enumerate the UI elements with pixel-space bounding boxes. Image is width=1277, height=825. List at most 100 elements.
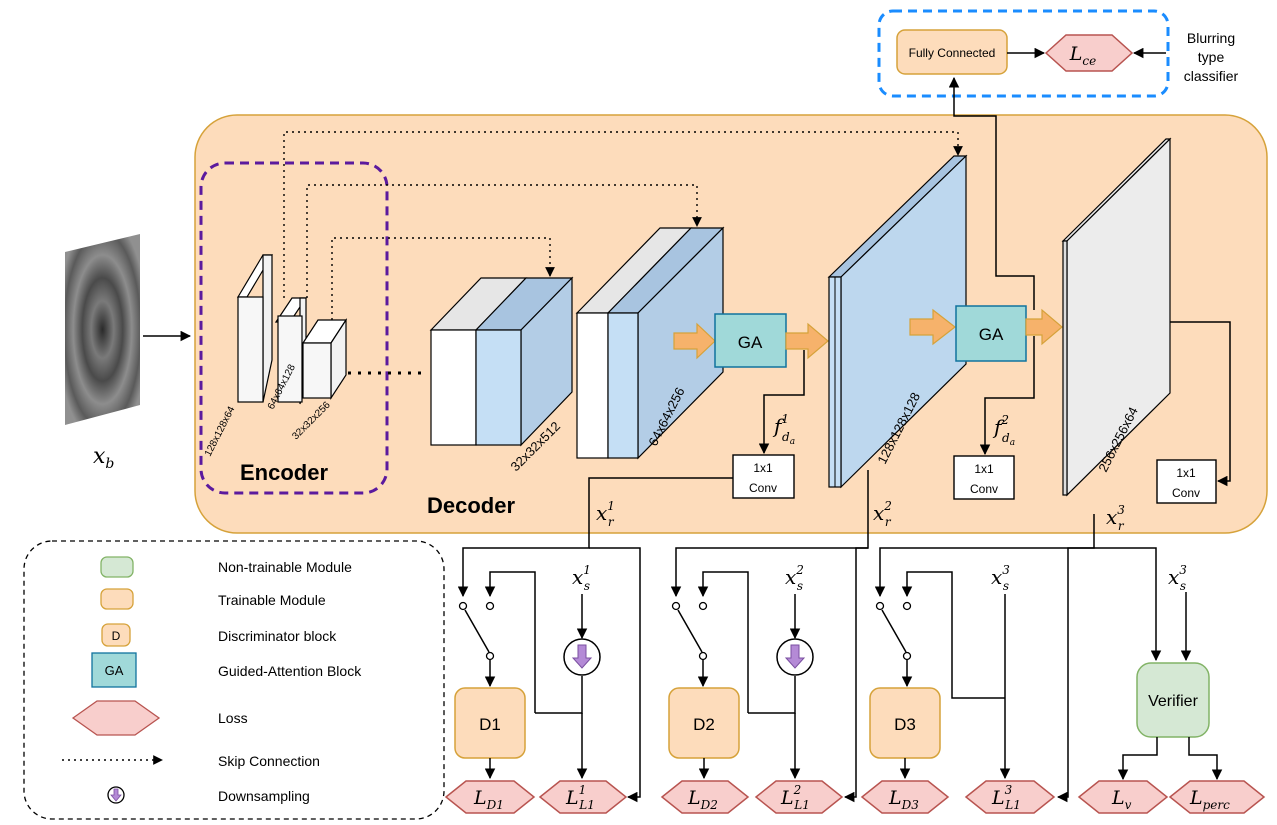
switch3-c [902,651,912,661]
d1-real-route [484,571,536,713]
decoder-block-2-white [576,312,609,459]
xr1-to-ll1-route [589,547,641,803]
fully-connected-label: Fully Connected [909,46,996,60]
d3-label: D3 [894,715,916,734]
ds2-to-loop [748,676,796,714]
legend-discriminator-symbol: D [112,629,121,643]
legend-label-1: Trainable Module [218,592,326,608]
xr3-to-ll1-route [1056,547,1094,803]
encoder-layer-3-front [302,342,332,399]
switch3-b [902,601,912,611]
decoder-block-2-blue [607,312,639,459]
fully-connected-block [896,29,1008,75]
switch2-lever [677,609,703,653]
classifier-line3: classifier [1184,68,1239,84]
verifier-block [1136,662,1210,738]
downsample-2-icon [784,644,806,669]
legend-label-0: Non-trainable Module [218,559,352,575]
loss-lv: Lv [1077,780,1169,814]
conv1-label-top: 1x1 [753,461,773,475]
skip-connection-3 [331,237,555,320]
switch3-lever [881,609,907,653]
ld3-label: LD3 [888,787,919,812]
decoder-block-4-front [1062,240,1068,496]
input-label: xb [93,444,114,472]
verifier-to-lperc [1188,737,1223,781]
legend-discriminator-swatch [101,623,131,647]
xr2-route [670,470,869,598]
d3-real-route [901,571,1005,699]
ga1-block [714,313,787,368]
legend-ga-symbol: GA [105,663,124,678]
encoder-layer-2-front [277,315,303,403]
conv1-label-bottom: Conv [749,481,777,495]
legend-downsample-icon [110,788,122,802]
xr3-route [874,514,1095,598]
legend-ga-swatch [91,652,137,688]
legend-box [23,540,445,820]
conv2-label-bottom: Conv [970,482,998,496]
d2-label: D2 [693,715,715,734]
decoder-block-1-blue [475,329,522,446]
classifier-line2: type [1198,49,1225,65]
lv-label: Lv [1111,787,1132,812]
skip-connection-2 [306,184,702,298]
ga1-to-conv1-line [758,350,805,455]
conv2-block: 1x1 Conv [953,455,1015,500]
ga2-input-arrow [909,308,956,346]
downsample-1-icon [571,644,593,669]
legend-trainable-swatch [100,588,134,610]
switch2-c [698,651,708,661]
loss-ld2: LD2 [660,780,750,814]
dec4-to-conv3-line [1170,321,1231,487]
legend-nontrainable-swatch [100,556,134,578]
conv2-label-top: 1x1 [974,462,994,476]
switch3-a [875,601,885,611]
conv3-block: 1x1 Conv [1156,459,1217,504]
legend-label-3: Guided-Attention Block [218,663,362,679]
d1-label: D1 [479,715,501,734]
ga2-to-conv2-line [979,336,1035,456]
ds1-to-loop [535,676,583,714]
legend-label-6: Downsampling [218,788,310,804]
ga2-to-fc-line [948,76,1035,310]
input-blurred-image [65,234,140,425]
d2-real-route [697,571,749,713]
switch1-lever [464,609,490,653]
classifier-line1: Blurring [1187,30,1235,46]
legend-label-4: Loss [218,710,248,726]
switch2-b [698,601,708,611]
xr2-to-ll1-route [843,547,868,803]
switch1-c [485,651,495,661]
encoder-layer-1-front [237,296,264,403]
encoder-group [199,161,389,495]
encoder-label: Encoder [240,460,328,485]
ga2-output-arrow [1025,308,1063,346]
lperc-label: Lperc [1189,787,1230,812]
switch1-b [485,601,495,611]
verifier-to-lv [1117,737,1158,781]
ga2-block [955,305,1027,362]
ga1-input-arrow [673,322,716,360]
switch1-a [458,601,468,611]
verifier-label: Verifier [1148,693,1198,710]
ga1-label: GA [738,333,763,352]
ld2-label: LD2 [687,787,718,812]
conv3-label-bottom: Conv [1172,486,1200,500]
ld1-label: LD1 [473,787,504,812]
loss-lperc: Lperc [1168,780,1266,814]
